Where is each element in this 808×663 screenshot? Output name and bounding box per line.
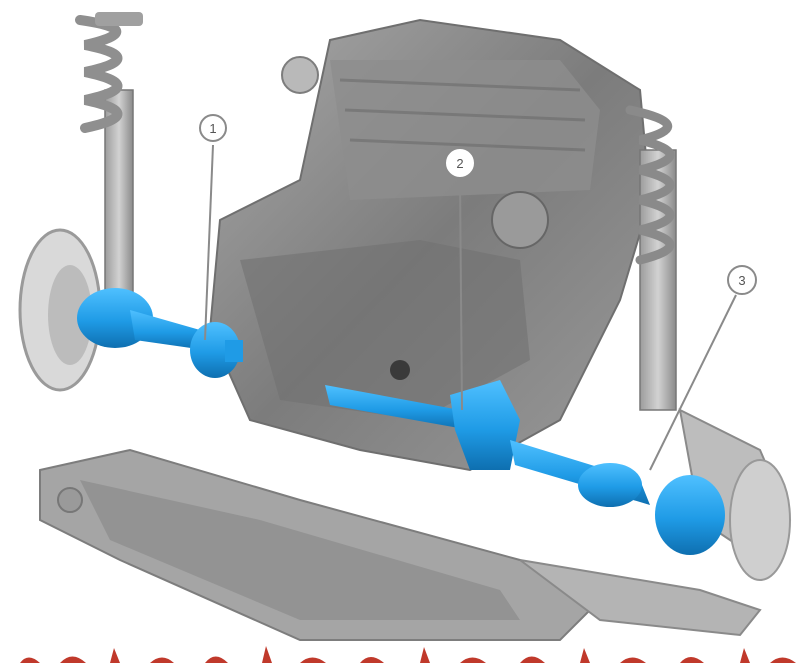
callout-2-label: 2 — [456, 156, 463, 171]
engine-block — [210, 20, 650, 470]
callout-1-label: 1 — [209, 121, 216, 136]
caption-fragment — [0, 642, 808, 663]
right-hub — [730, 460, 790, 580]
callout-3-label: 3 — [738, 273, 745, 288]
subframe — [40, 450, 760, 640]
